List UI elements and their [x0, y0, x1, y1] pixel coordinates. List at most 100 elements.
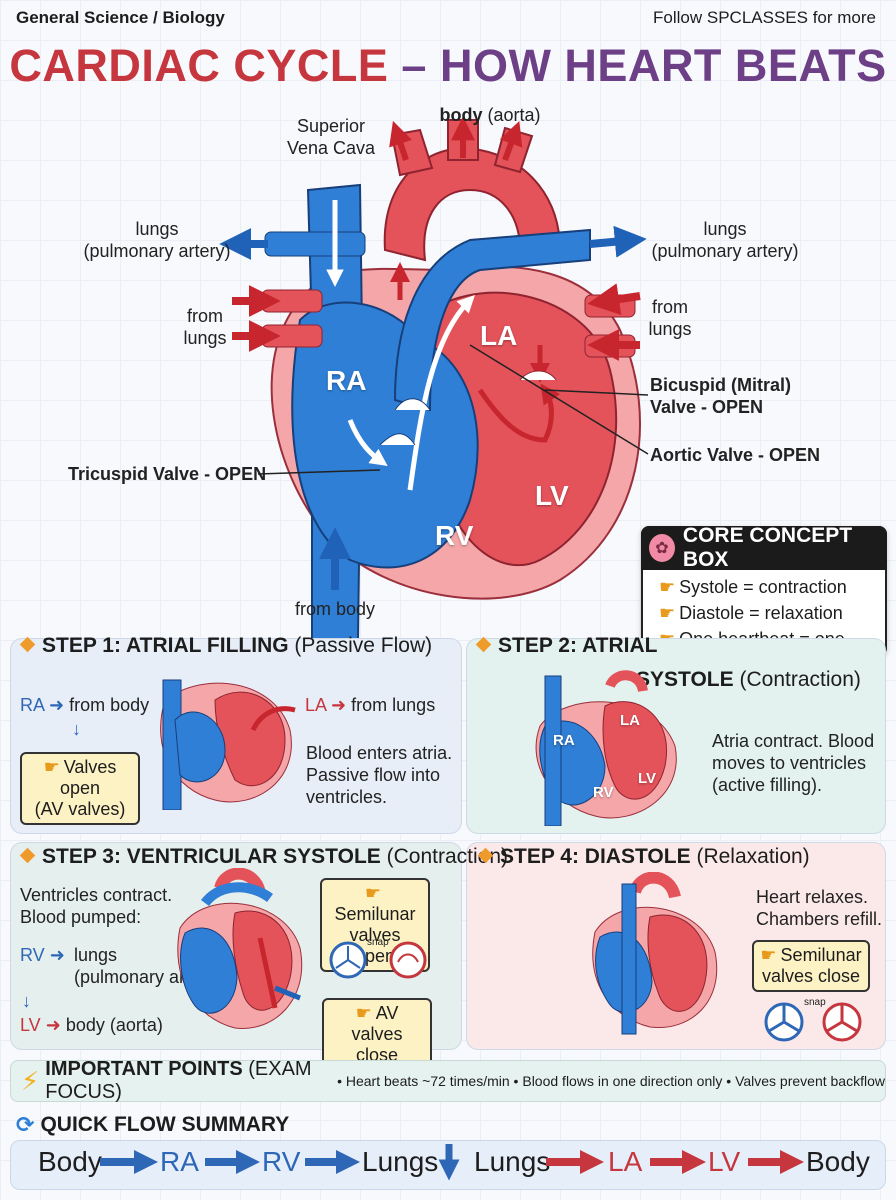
step2-heading-line2: SYSTOLE (Contraction)	[636, 668, 861, 692]
leader-tricuspid	[257, 469, 381, 475]
step2-lv: LV	[638, 770, 657, 787]
pulmonary-trunk	[393, 228, 591, 412]
flow-summary-heading: ⟳QUICK FLOW SUMMARY	[16, 1112, 289, 1138]
important-point: Heart beats ~72 times/min	[345, 1073, 510, 1089]
diamond-icon	[475, 636, 492, 653]
step1-heading-text: STEP 1: ATRIAL FILLING	[42, 634, 289, 657]
label-pa-right: lungs (pulmonary artery)	[651, 219, 799, 261]
concept-title: CORE CONCEPT BOX	[682, 524, 853, 571]
step2-heading-text: STEP 2: ATRIAL	[498, 634, 658, 657]
label-aortic-valve: Aortic Valve - OPEN	[650, 445, 821, 465]
step3-lv-dest: body (aorta)	[65, 1015, 163, 1035]
step4-snap: snap	[804, 997, 826, 1008]
pointing-hand-icon: ☛	[760, 945, 777, 965]
arrow-right-icon: ➜	[45, 1015, 61, 1035]
flow-arrows	[100, 1144, 804, 1181]
step1-ra: RA	[20, 695, 45, 715]
step4-heading-text: STEP 4: DIASTOLE	[500, 845, 691, 868]
step3-heading-text: STEP 3: VENTRICULAR SYSTOLE	[42, 845, 381, 868]
valve-tricuspid	[379, 433, 416, 446]
chamber-la: LA	[480, 320, 518, 351]
flow-step: LA	[608, 1146, 643, 1177]
flow-step: Body	[38, 1146, 102, 1177]
open-valve-red-icon	[389, 941, 427, 979]
pointing-hand-icon: ☛	[659, 603, 676, 623]
concept-header: ✿ CORE CONCEPT BOX	[641, 524, 887, 571]
important-points-bar: ⚡ IMPORTANT POINTS (EXAM FOCUS) • Heart …	[10, 1058, 886, 1104]
page-title: CARDIAC CYCLE – HOW HEART BEATS	[0, 40, 896, 92]
pointing-hand-icon: ☛	[364, 883, 382, 903]
follow-text: Follow SPCLASSES for more	[653, 8, 876, 27]
step1-la: LA	[305, 695, 327, 715]
arrow-aorta-3	[499, 120, 523, 162]
step1-la-from: from lungs	[351, 695, 436, 715]
step2-heart-icon	[535, 670, 677, 826]
chamber-ra: RA	[326, 365, 367, 396]
main-heart-diagram	[219, 116, 649, 640]
step1-ra-from: from body	[69, 695, 150, 715]
step3-lv-line: LV ➜ body (aorta)	[20, 1014, 163, 1036]
step3-valve-icons	[329, 941, 427, 979]
arrow-right-icon: ➜	[49, 945, 65, 965]
lightning-icon: ⚡	[21, 1065, 40, 1096]
step1-heart-icon	[160, 679, 296, 810]
flow-step: Body	[806, 1146, 870, 1177]
chamber-rv: RV	[435, 520, 474, 551]
label-aorta: body (aorta)	[420, 104, 560, 126]
label-pa-left: lungs (pulmonary artery)	[83, 219, 231, 261]
brain-icon: ✿	[649, 534, 675, 562]
label-aorta-rest: (aorta)	[482, 105, 541, 125]
diamond-icon	[19, 847, 36, 864]
step2-panel	[466, 638, 886, 834]
step1-desc: Blood enters atria. Passive flow into ve…	[306, 743, 453, 807]
leader-aortic	[469, 344, 649, 455]
concept-item: ☛Systole = contraction	[659, 574, 885, 600]
title-part1: CARDIAC CYCLE	[9, 40, 389, 91]
step1-sub: (Passive Flow)	[294, 634, 433, 657]
step4-heading: STEP 4: DIASTOLE (Relaxation)	[477, 845, 810, 869]
important-points-list: • Heart beats ~72 times/min • Blood flow…	[337, 1073, 885, 1089]
flow-step: Lungs	[362, 1146, 439, 1177]
step2-desc: Atria contract. Blood moves to ventricle…	[712, 731, 875, 795]
arrow-rv-pa	[407, 295, 475, 491]
step2-ra: RA	[553, 732, 575, 749]
step3-sub: (Contraction)	[386, 845, 509, 868]
label-svc: Superior Vena Cava	[286, 116, 376, 158]
title-part2: HOW HEART BEATS	[439, 40, 887, 91]
pointing-hand-icon: ☛	[43, 757, 60, 777]
arrow-right-icon: ➜	[331, 695, 347, 715]
arrow-down-icon: ↓	[72, 719, 81, 739]
important-point: Blood flows in one direction only	[522, 1073, 723, 1089]
arrow-pa-right	[589, 225, 647, 258]
label-from-lungs-right: from lungs	[648, 297, 692, 339]
label-from-body: from body	[294, 599, 376, 619]
step1-ra-line: RA ➜ from body	[20, 694, 149, 716]
arrow-lungs-right-1	[587, 283, 641, 315]
leader-bicuspid	[544, 389, 649, 396]
step1-la-line: LA ➜ from lungs	[305, 694, 435, 716]
label-from-lungs-left: from lungs	[183, 306, 227, 348]
top-bar: General Science / Biology Follow SPCLASS…	[16, 8, 876, 30]
step2-la: LA	[620, 712, 640, 729]
breadcrumb: General Science / Biology	[16, 8, 225, 27]
step3-intro: Ventricles contract. Blood pumped:	[20, 885, 173, 927]
flow-step: RV	[262, 1146, 301, 1177]
step3-heading: STEP 3: VENTRICULAR SYSTOLE (Contraction…	[19, 845, 509, 869]
pulmonary-vein-left-2	[261, 324, 323, 348]
diamond-icon	[19, 636, 36, 653]
step2-heading2: SYSTOLE	[636, 668, 734, 691]
arrow-right-icon: ➜	[49, 695, 65, 715]
pointing-hand-icon: ☛	[659, 577, 676, 597]
concept-item-text: Diastole = relaxation	[679, 603, 843, 623]
step3-rv-line: RV ➜	[20, 944, 65, 966]
flow-step: RA	[160, 1146, 199, 1177]
important-heading: IMPORTANT POINTS (EXAM FOCUS)	[45, 1058, 325, 1104]
step3-callout-av: ☛AV valves close	[322, 998, 432, 1071]
arrow-lv	[477, 383, 561, 443]
chamber-lv: LV	[535, 480, 569, 511]
step3-snap: snap	[367, 937, 389, 948]
arrow-ra-rv	[347, 419, 388, 467]
important-sub: (EXAM FOCUS)	[45, 1058, 312, 1103]
diamond-icon	[477, 847, 494, 864]
step3-callout-semilunar-text: Semilunar valves open	[334, 904, 416, 966]
